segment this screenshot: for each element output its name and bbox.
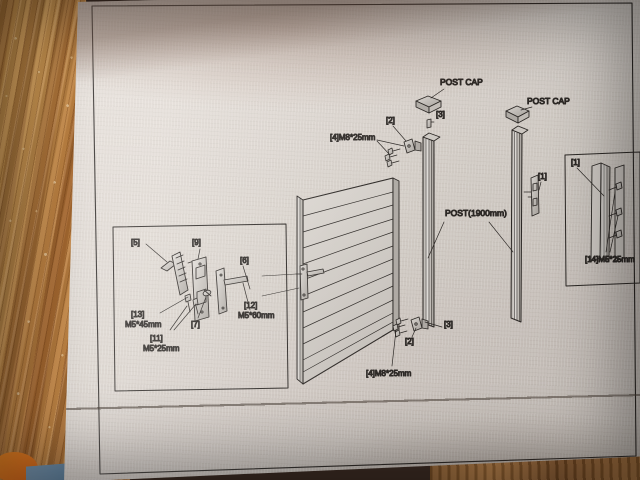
blue-object: [26, 463, 72, 480]
paper-crease-line: [64, 0, 640, 480]
